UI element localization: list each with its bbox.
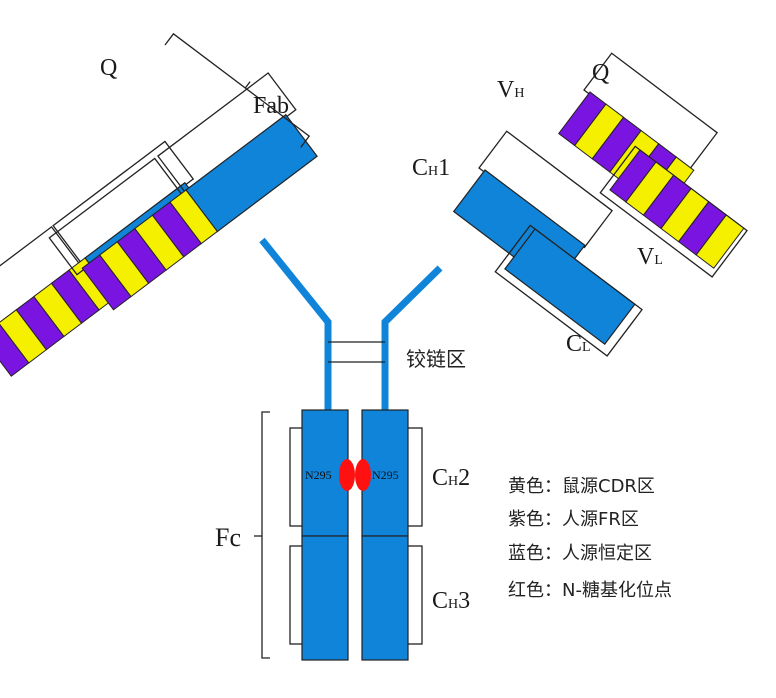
fab-bracket: [164, 32, 311, 148]
legend-item-blue: 蓝色：人源恒定区: [508, 543, 652, 564]
fab-label: Fab: [253, 93, 289, 119]
left-ch3-domain: [301, 535, 349, 661]
fc-bracket: [261, 411, 270, 659]
legend-item-yellow: 黄色：鼠源CDR区: [508, 476, 655, 497]
ch3-label: CH3: [432, 588, 470, 614]
left-ch1-domain: [185, 113, 318, 233]
right-light-cl: [494, 224, 643, 357]
right-vl-domain: [609, 149, 745, 269]
right-hinge-linker: [381, 265, 443, 412]
left-vh-domain: [81, 189, 218, 311]
n295-left-label: N295: [305, 468, 332, 482]
left-glycosylation-site: [339, 459, 355, 491]
legend-item-purple: 紫色：人源FR区: [508, 509, 639, 530]
vh-label: VH: [497, 77, 524, 103]
cl-label: CL: [566, 331, 591, 357]
ch2-label: CH2: [432, 465, 470, 491]
n295-right-label: N295: [372, 468, 399, 482]
fc-label: Fc: [215, 523, 241, 552]
q-left-label: Q: [100, 55, 117, 81]
left-heavy-fab: [48, 72, 318, 311]
right-light-chain: [599, 145, 748, 278]
right-cl-domain: [504, 228, 636, 345]
left-vl-domain: [0, 257, 116, 377]
hinge-label: 铰链区: [406, 347, 466, 371]
right-ch2-domain: [361, 409, 409, 537]
right-ch3-domain: [361, 535, 409, 661]
vl-label: VL: [637, 244, 663, 270]
legend: 黄色：鼠源CDR区 紫色：人源FR区 蓝色：人源恒定区 红色：N-糖基化位点: [508, 476, 672, 601]
legend-item-red: 红色：N-糖基化位点: [508, 580, 672, 601]
ch1-label: CH1: [412, 155, 450, 181]
q-right-label: Q: [592, 60, 609, 86]
left-hinge-linker: [259, 237, 332, 412]
right-glycosylation-site: [355, 459, 371, 491]
